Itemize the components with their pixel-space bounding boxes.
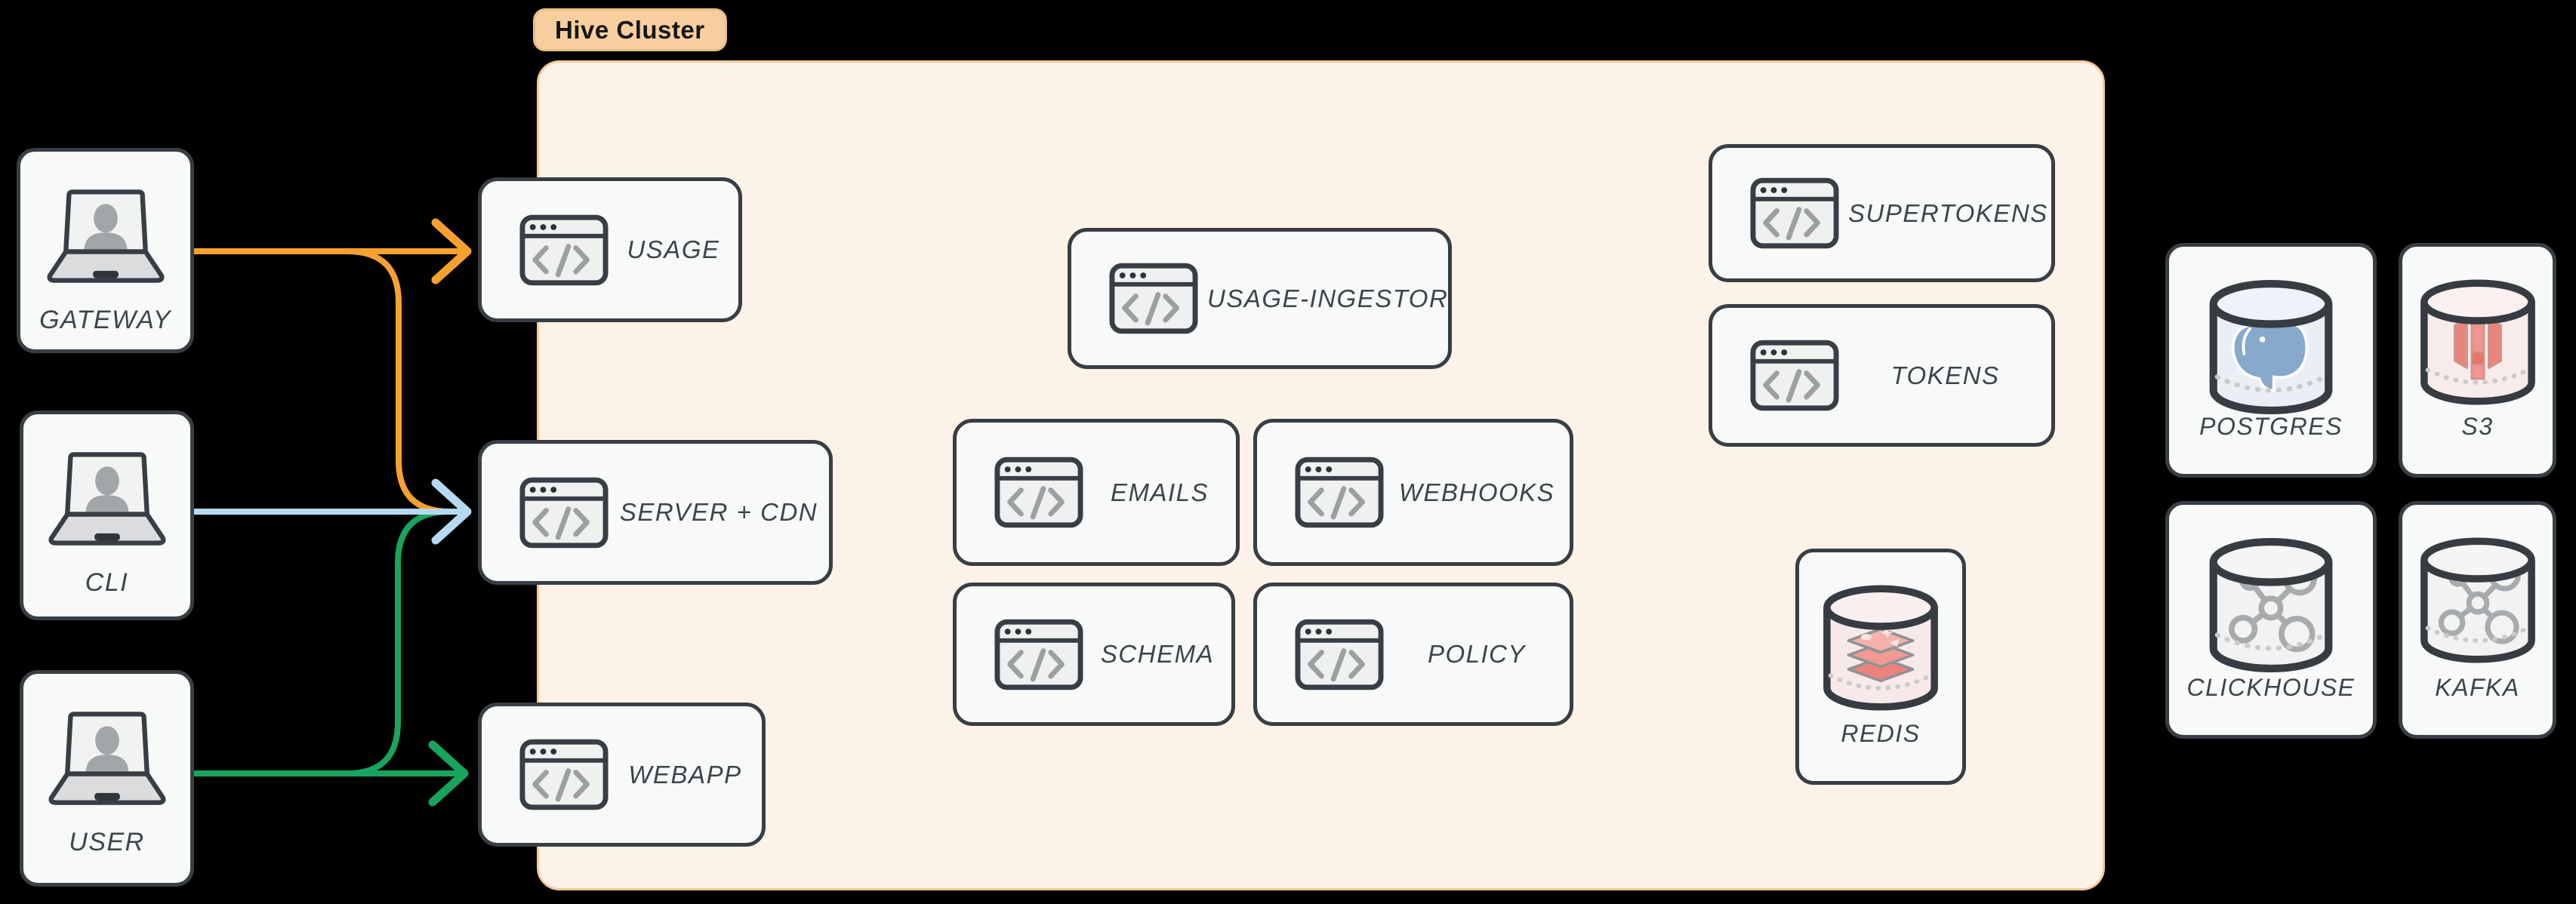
- node-redis: REDIS: [1795, 549, 1966, 785]
- node-label: REDIS: [1841, 720, 1921, 747]
- code-window-icon: [1109, 263, 1198, 334]
- laptop-user-icon: [42, 449, 172, 549]
- node-label: USAGE-INGESTOR: [1207, 284, 1449, 312]
- hive-cluster-label-text: Hive Cluster: [555, 15, 705, 44]
- node-webapp: WEBAPP: [478, 703, 766, 847]
- node-postgres: POSTGRES: [2165, 243, 2377, 478]
- node-s3: S3: [2399, 243, 2556, 478]
- node-label: USAGE: [627, 235, 720, 263]
- node-label: S3: [2461, 413, 2494, 440]
- edge-gateway-servercdn: [344, 248, 453, 515]
- clickhouse-database-icon: [2204, 530, 2338, 680]
- code-window-icon: [1295, 619, 1384, 690]
- kafka-database-icon: [2415, 530, 2541, 670]
- node-clickhouse: CLICKHOUSE: [2165, 501, 2377, 739]
- code-window-icon: [994, 619, 1083, 690]
- node-label: SCHEMA: [1100, 640, 1215, 668]
- node-label: POSTGRES: [2199, 413, 2343, 440]
- node-label: CLI: [85, 568, 129, 597]
- node-label: USER: [69, 828, 145, 856]
- node-usage: USAGE: [478, 177, 742, 322]
- code-window-icon: [519, 739, 609, 810]
- node-label: EMAILS: [1110, 478, 1209, 506]
- code-window-icon: [1295, 457, 1384, 528]
- node-tokens: TOKENS: [1709, 304, 2055, 447]
- s3-database-icon: [2415, 272, 2541, 412]
- node-emails: EMAILS: [953, 419, 1240, 566]
- code-window-icon: [1750, 340, 1839, 411]
- node-label: TOKENS: [1890, 361, 2000, 389]
- hive-cluster-label: Hive Cluster: [533, 8, 727, 51]
- node-gateway: GATEWAY: [17, 148, 194, 353]
- node-server-cdn: SERVER + CDN: [478, 440, 833, 585]
- node-label: CLICKHOUSE: [2186, 674, 2356, 701]
- code-window-icon: [1750, 177, 1839, 249]
- code-window-icon: [994, 457, 1083, 528]
- node-label: POLICY: [1427, 640, 1527, 668]
- postgres-database-icon: [2204, 272, 2338, 422]
- node-label: SUPERTOKENS: [1848, 198, 2048, 227]
- arrowhead-orange: [431, 218, 472, 284]
- node-label: SERVER + CDN: [619, 498, 818, 526]
- code-window-icon: [519, 477, 609, 549]
- node-label: WEBAPP: [628, 760, 742, 789]
- edge-user-servercdn: [344, 509, 452, 776]
- node-label: KAFKA: [2435, 674, 2520, 701]
- laptop-user-icon: [42, 709, 172, 808]
- arrowhead-blue: [431, 478, 472, 545]
- node-user: USER: [20, 670, 194, 887]
- node-label: WEBHOOKS: [1398, 478, 1555, 506]
- redis-database-icon: [1818, 578, 1943, 718]
- node-cli: CLI: [20, 410, 194, 620]
- code-window-icon: [519, 214, 609, 286]
- node-schema: SCHEMA: [953, 583, 1235, 726]
- node-kafka: KAFKA: [2399, 501, 2556, 739]
- node-supertokens: SUPERTOKENS: [1709, 144, 2055, 282]
- node-policy: POLICY: [1253, 583, 1573, 726]
- arrowhead-green: [428, 740, 469, 807]
- node-usage-ingestor: USAGE-INGESTOR: [1068, 228, 1452, 369]
- laptop-user-icon: [41, 186, 171, 286]
- node-webhooks: WEBHOOKS: [1253, 419, 1573, 566]
- node-label: GATEWAY: [39, 306, 171, 334]
